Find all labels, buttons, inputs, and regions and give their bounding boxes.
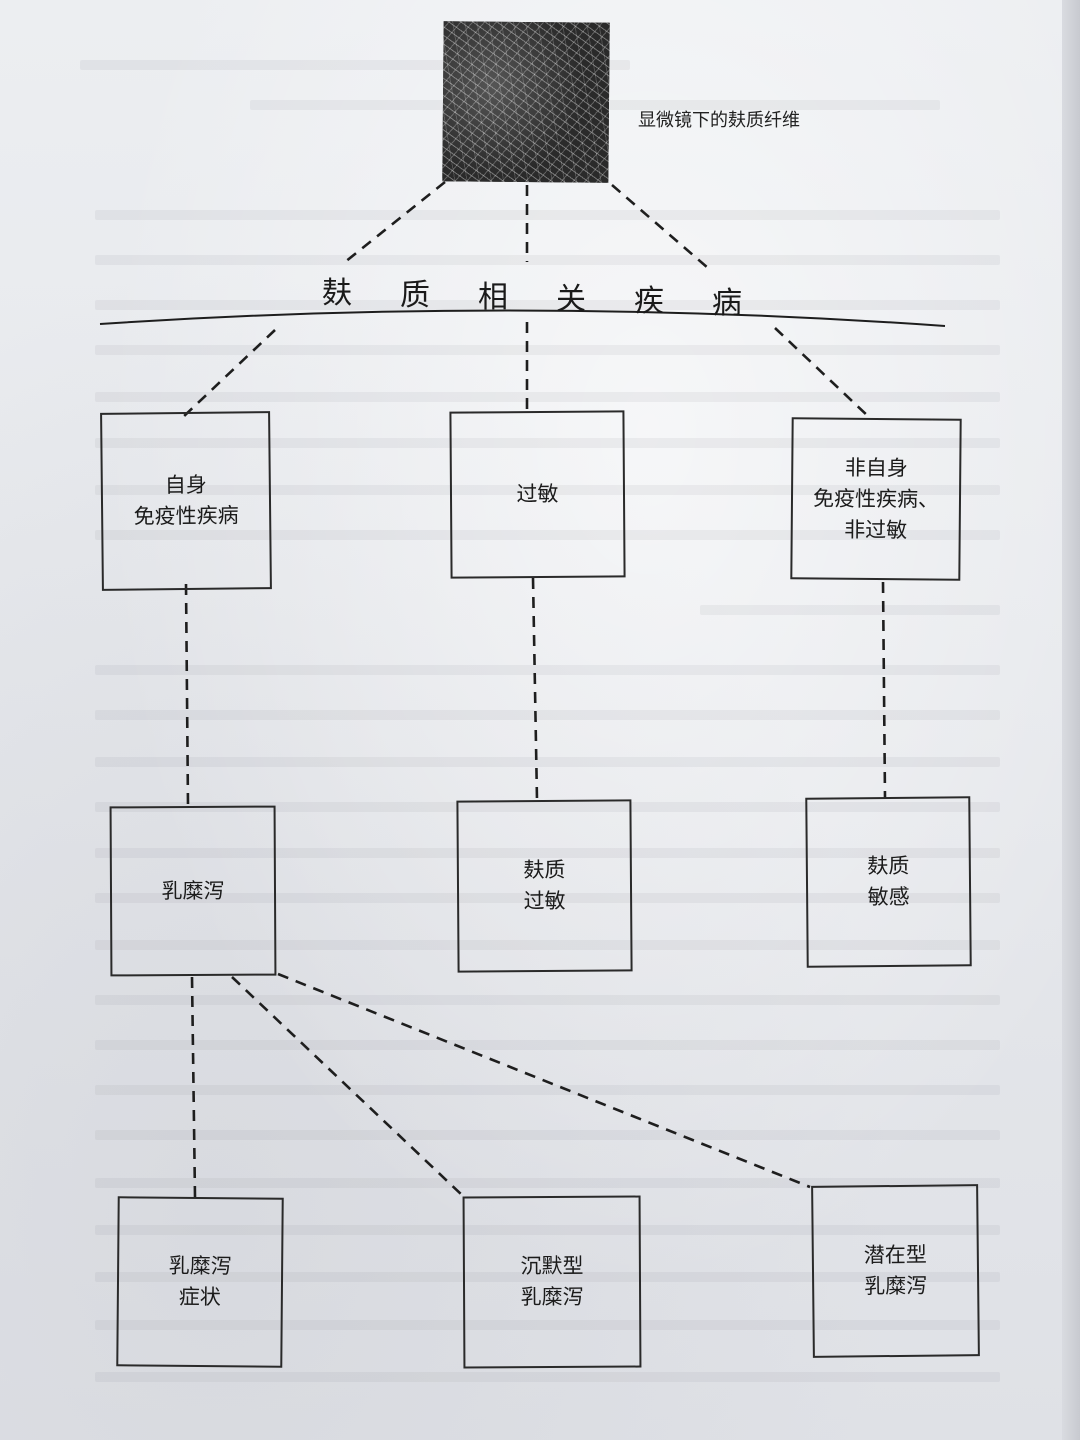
bleed-line	[95, 1040, 1000, 1050]
subtype-box-silent: 沉默型 乳糜泻	[462, 1195, 642, 1369]
diagram-title-char: 关	[556, 282, 586, 317]
connector-line	[774, 327, 871, 419]
connector-line	[181, 329, 276, 419]
connector-line	[881, 581, 887, 799]
bleed-line	[95, 1130, 1000, 1140]
category-box-autoimmune: 自身 免疫性疾病	[100, 411, 272, 591]
subtype-label-potential: 潜在型 乳糜泻	[863, 1242, 928, 1299]
image-caption: 显微镜下的麸质纤维	[638, 110, 800, 131]
bleed-line	[700, 605, 1000, 615]
bleed-line	[95, 1272, 1000, 1282]
bleed-line	[95, 1085, 1000, 1095]
condition-label-gluten-sensitivity: 麸质 敏感	[867, 853, 910, 910]
category-label-autoimmune: 自身 免疫性疾病	[133, 472, 239, 529]
bleed-line	[95, 255, 1000, 265]
category-box-allergy: 过敏	[449, 410, 626, 579]
bleed-line	[95, 485, 1000, 495]
bleed-line	[95, 1320, 1000, 1330]
bleed-line	[95, 1225, 1000, 1235]
diagram-title-char: 麸	[322, 276, 352, 311]
gluten-micrograph-image	[442, 21, 610, 183]
subtype-box-symptomatic: 乳糜泻 症状	[116, 1196, 284, 1368]
condition-box-celiac: 乳糜泻	[109, 805, 277, 977]
bleed-line	[95, 438, 1000, 448]
subtype-label-symptomatic: 乳糜泻 症状	[168, 1253, 232, 1310]
condition-box-gluten-allergy: 麸质 过敏	[456, 799, 633, 973]
bleed-line	[95, 802, 1000, 812]
bleed-line	[95, 940, 1000, 950]
bleed-line	[95, 893, 1000, 903]
bleed-line	[95, 995, 1000, 1005]
diagram-title-char: 质	[400, 278, 430, 313]
bleed-line	[95, 210, 1000, 220]
bleed-line	[95, 848, 1000, 858]
diagram-title-char: 病	[712, 286, 742, 321]
connector-line	[344, 180, 446, 264]
condition-box-gluten-sensitivity: 麸质 敏感	[805, 796, 972, 968]
bleed-line	[95, 392, 1000, 402]
diagram-title-char: 相	[478, 280, 508, 315]
subtype-label-silent: 沉默型 乳糜泻	[520, 1253, 584, 1310]
connector-line	[611, 184, 709, 269]
page-edge	[1062, 0, 1080, 1440]
condition-label-celiac: 乳糜泻	[161, 878, 225, 903]
category-label-allergy: 过敏	[516, 481, 559, 507]
connector-line	[190, 976, 197, 1198]
bleed-line	[95, 665, 1000, 675]
bleed-line	[80, 60, 630, 70]
diagram-title-char: 疾	[634, 284, 664, 319]
title-underline	[99, 309, 946, 327]
category-box-non-autoimmune: 非自身 免疫性疾病、 非过敏	[790, 417, 962, 581]
connector-line	[531, 577, 539, 801]
bleed-line	[95, 1178, 1000, 1188]
condition-label-gluten-allergy: 麸质 过敏	[523, 857, 566, 914]
subtype-box-potential: 潜在型 乳糜泻	[811, 1184, 980, 1358]
bleed-line	[95, 345, 1000, 355]
connector-line	[231, 976, 464, 1197]
bleed-line	[95, 1372, 1000, 1382]
connector-line	[184, 583, 190, 807]
bleed-line	[95, 757, 1000, 767]
bleed-line	[95, 300, 1000, 310]
bleed-line	[95, 710, 1000, 720]
category-label-non-autoimmune: 非自身 免疫性疾病、 非过敏	[812, 455, 940, 542]
bleed-line	[95, 530, 1000, 540]
connector-line	[277, 972, 811, 1189]
